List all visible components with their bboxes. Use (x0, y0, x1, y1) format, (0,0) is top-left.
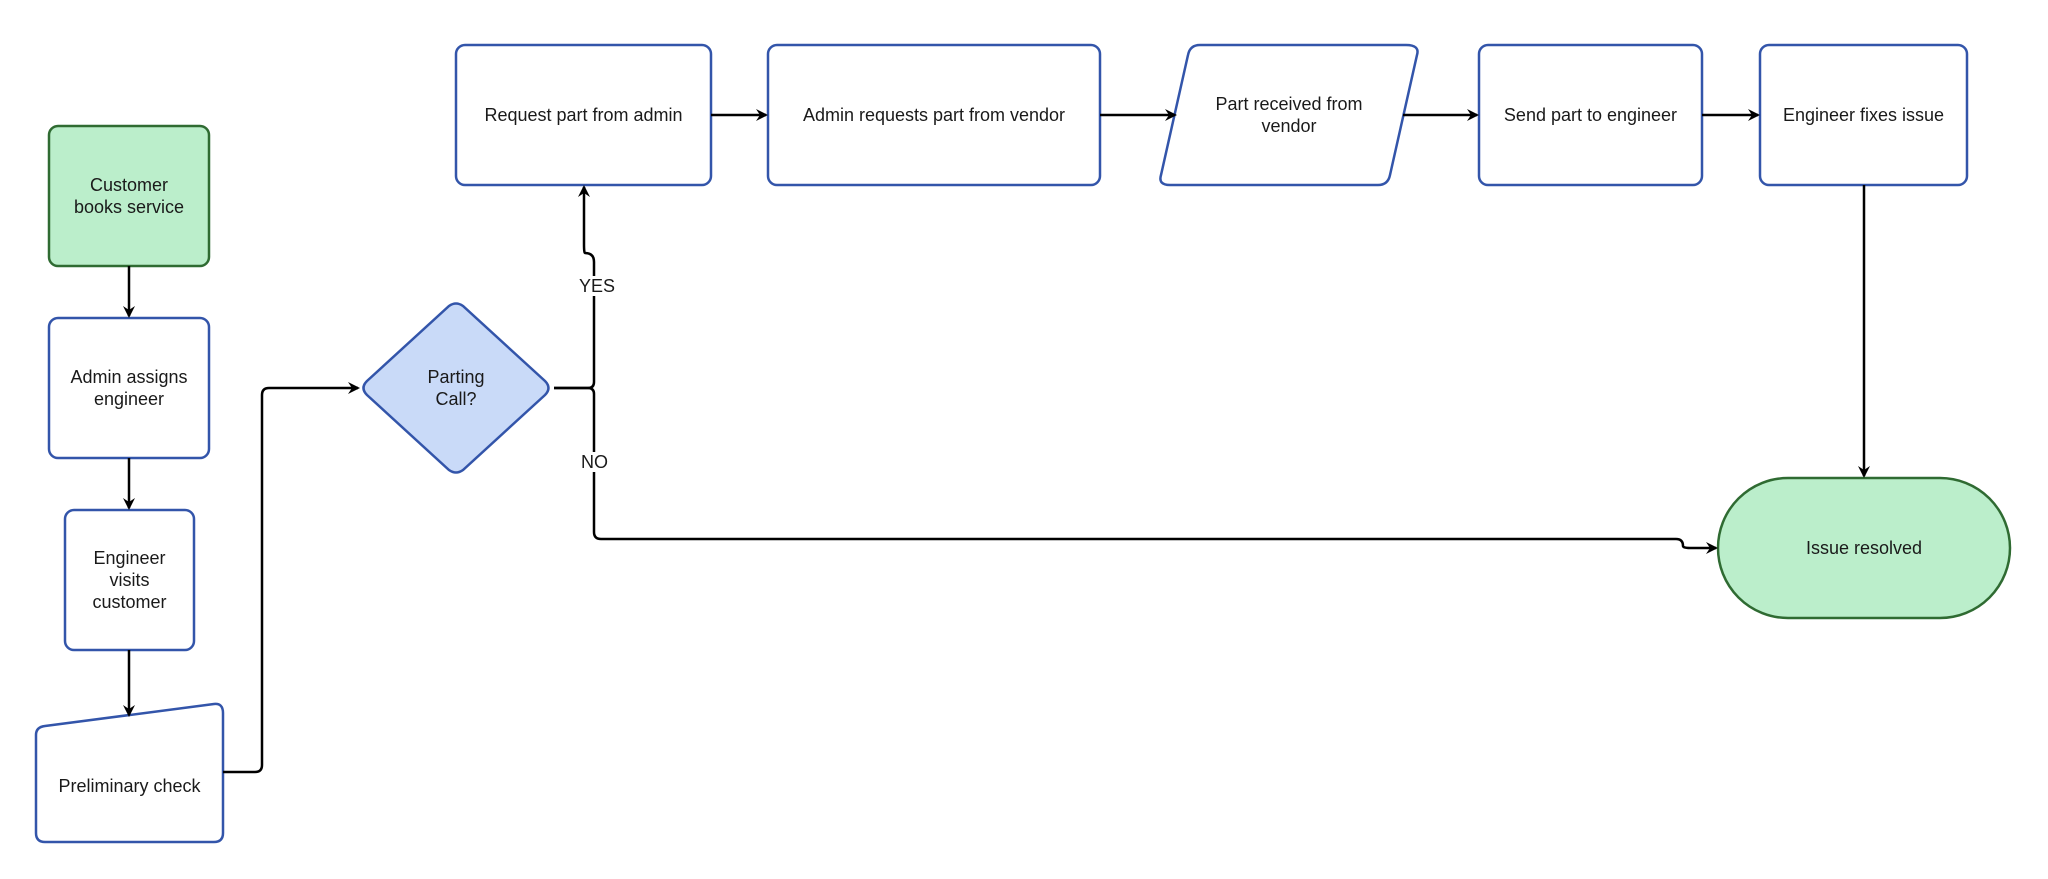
label-preliminary-check: Preliminary check (58, 776, 201, 796)
edge-label-no: NO (579, 452, 610, 472)
edge-preliminary-check-to-decision (223, 382, 360, 774)
label-send-part-to-engineer: Send part to engineer (1503, 105, 1678, 125)
node-issue-resolved[interactable] (1716, 476, 2012, 620)
label-admin-requests-part-from-vendor: Admin requests part from vendor (802, 105, 1066, 125)
label-part-received-from-vendor: Part received from vendor (1215, 94, 1363, 136)
label-issue-resolved: Issue resolved (1805, 538, 1923, 558)
label-customer-books-service: Customer books service (73, 175, 185, 217)
node-preliminary-check[interactable] (34, 702, 225, 844)
label-request-part-from-admin: Request part from admin (484, 105, 683, 125)
node-part-received-from-vendor[interactable] (1159, 43, 1419, 187)
edge-decision-yes-to-request-part (554, 185, 596, 390)
label-engineer-visits-customer: Engineer visits customer (92, 548, 167, 612)
label-parting-call: Parting Call? (427, 367, 485, 409)
node-parting-call-decision[interactable] (362, 302, 550, 474)
edge-decision-no-to-issue-resolved (554, 386, 1718, 554)
label-engineer-fixes-issue: Engineer fixes issue (1782, 105, 1945, 125)
label-admin-assigns-engineer: Admin assigns engineer (70, 367, 188, 409)
edge-label-yes: YES (577, 276, 618, 296)
